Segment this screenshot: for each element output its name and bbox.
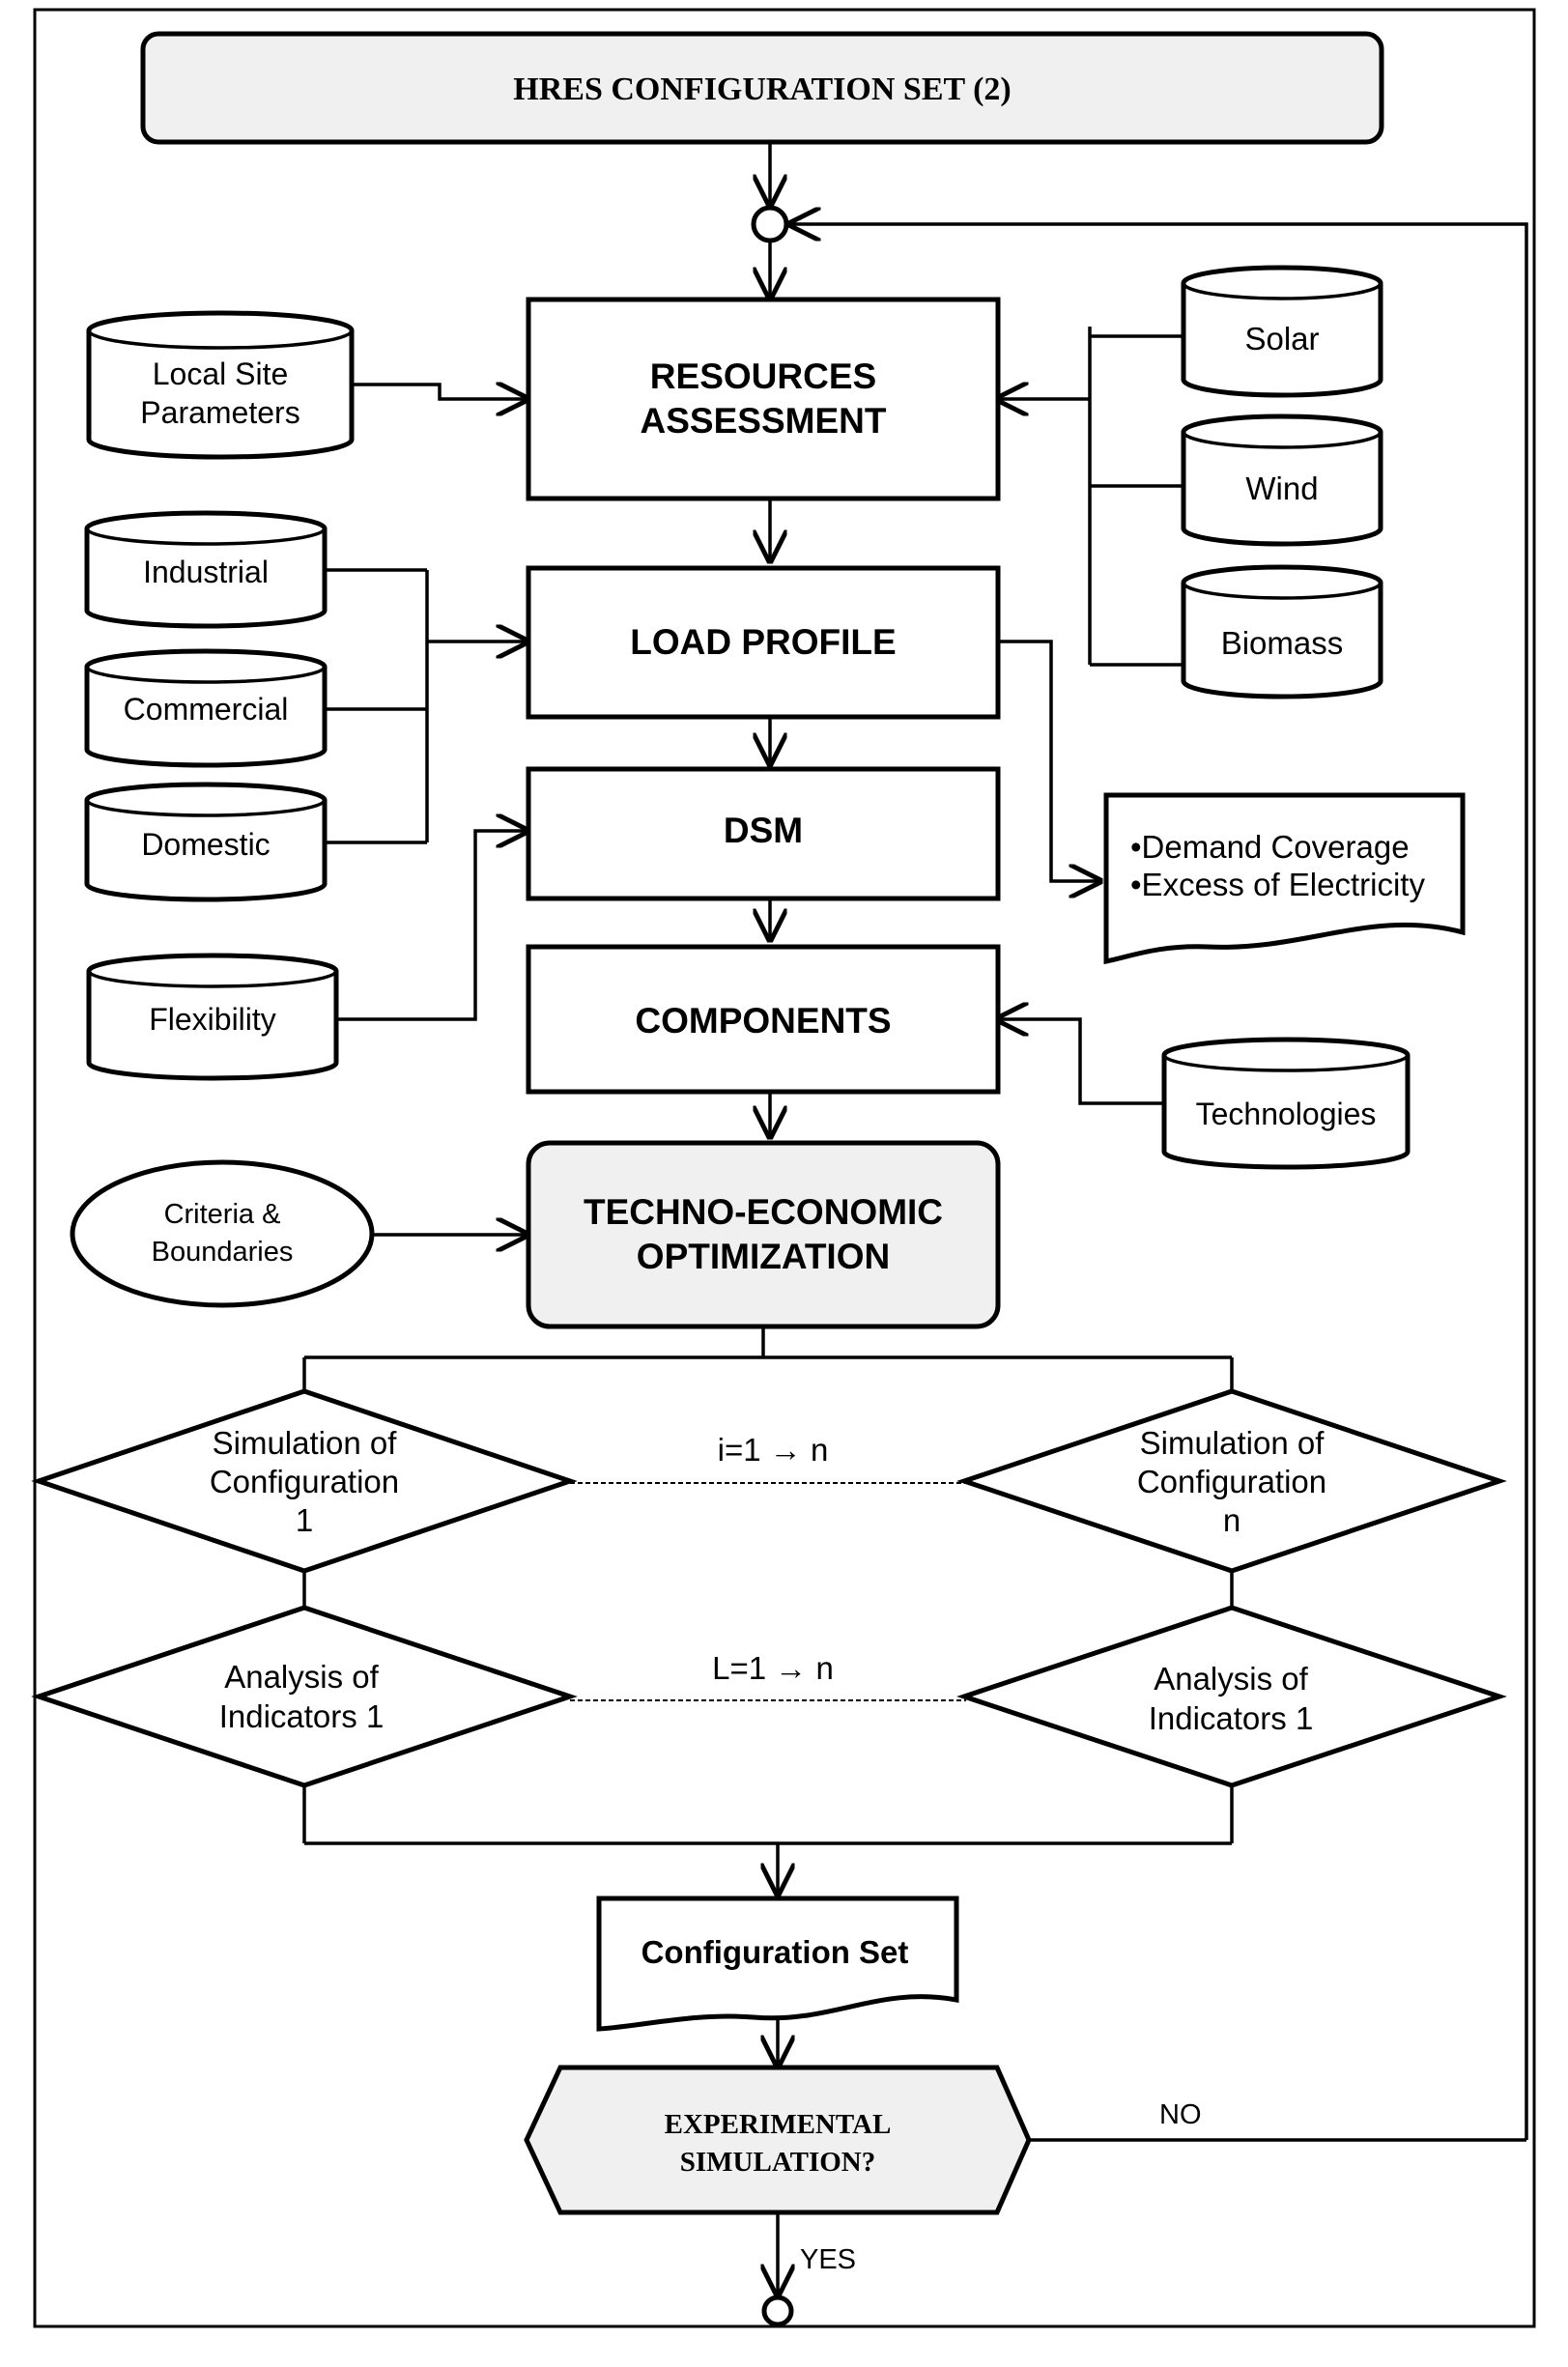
- title-box-shape: [140, 31, 1384, 145]
- sim-diamond-last: Simulation of Configuration n: [956, 1388, 1507, 1574]
- sim-first-line3: 1: [296, 1502, 313, 1538]
- dsm-label: DSM: [724, 811, 803, 850]
- experimental-simulation-decision: EXPERIMENTAL SIMULATION?: [524, 2065, 1032, 2215]
- resources-label-line1: RESOURCES: [650, 356, 876, 396]
- connectors: [302, 143, 1528, 2295]
- ana-range-label: L=1 → n: [712, 1650, 834, 1686]
- excess-electricity-text: •Excess of Electricity: [1130, 867, 1425, 902]
- criteria-label-line1: Criteria &: [164, 1199, 281, 1230]
- solar-label: Solar: [1244, 321, 1319, 356]
- cylinder-domestic: Domestic: [84, 782, 328, 902]
- cylinder-commercial: Commercial: [84, 648, 328, 768]
- ana-last-line1: Analysis of: [1154, 1661, 1308, 1697]
- sim-last-line3: n: [1223, 1502, 1240, 1538]
- components-box: COMPONENTS: [526, 944, 1001, 1095]
- arrow-tech-to-components: [998, 1019, 1164, 1105]
- cylinder-technologies: Technologies: [1161, 1037, 1411, 1170]
- resources-assessment-box: RESOURCES ASSESSMENT: [526, 297, 1001, 501]
- arrow-site-to-resources: [353, 385, 527, 399]
- sim-range-label: i=1 → n: [718, 1432, 829, 1468]
- ana-first-line2: Indicators 1: [219, 1698, 385, 1734]
- cylinder-biomass: Biomass: [1181, 564, 1383, 699]
- end-circle: [761, 2295, 794, 2327]
- components-label: COMPONENTS: [635, 1001, 891, 1041]
- ana-first-line1: Analysis of: [224, 1659, 379, 1695]
- local-site-label-line2: Parameters: [140, 395, 299, 430]
- load-profile-label: LOAD PROFILE: [630, 622, 896, 662]
- cylinder-flexibility: Flexibility: [86, 953, 339, 1081]
- decision-line2: SIMULATION?: [680, 2147, 876, 2178]
- arrow-flex-to-dsm: [338, 831, 527, 1021]
- dsm-box: DSM: [526, 766, 1001, 901]
- techno-label-line2: OPTIMIZATION: [637, 1237, 890, 1276]
- criteria-label-line2: Boundaries: [152, 1237, 294, 1268]
- ana-diamond-first: Analysis of Indicators 1: [31, 1605, 578, 1788]
- industrial-label: Industrial: [143, 555, 269, 589]
- commercial-label: Commercial: [124, 692, 289, 727]
- sim-diamond-first: Simulation of Configuration 1: [31, 1388, 578, 1574]
- cylinder-wind: Wind: [1181, 414, 1383, 547]
- sim-last-line2: Configuration: [1137, 1464, 1326, 1499]
- yes-label: YES: [800, 2244, 856, 2275]
- demand-coverage-text: •Demand Coverage: [1130, 829, 1410, 865]
- demand-document: •Demand Coverage •Excess of Electricity: [1103, 792, 1466, 965]
- configuration-set-document: Configuration Set: [596, 1896, 959, 2032]
- ana-diamond-last: Analysis of Indicators 1: [956, 1605, 1507, 1788]
- technologies-label: Technologies: [1196, 1097, 1377, 1131]
- sim-first-line2: Configuration: [210, 1464, 399, 1499]
- flexibility-label: Flexibility: [149, 1002, 276, 1037]
- biomass-label: Biomass: [1221, 625, 1344, 661]
- resources-label-line2: ASSESSMENT: [641, 401, 887, 441]
- load-profile-box: LOAD PROFILE: [526, 565, 1001, 720]
- page-title: HRES CONFIGURATION SET (2): [513, 71, 1011, 107]
- title-box: HRES CONFIGURATION SET (2): [140, 31, 1384, 145]
- decision-line1: EXPERIMENTAL: [665, 2109, 892, 2140]
- diagram-frame: [33, 8, 1536, 2328]
- techno-label-line1: TECHNO-ECONOMIC: [584, 1192, 943, 1232]
- cylinder-solar: Solar: [1181, 265, 1383, 398]
- junction-circle: [751, 205, 789, 243]
- no-label: NO: [1159, 2099, 1202, 2130]
- criteria-ellipse: Criteria & Boundaries: [70, 1159, 375, 1308]
- configuration-set-label: Configuration Set: [641, 1934, 909, 1970]
- arrow-load-to-demand: [998, 640, 1099, 881]
- techno-economic-box: TECHNO-ECONOMIC OPTIMIZATION: [526, 1140, 1001, 1329]
- local-site-label-line1: Local Site: [153, 356, 289, 391]
- sim-first-line1: Simulation of: [213, 1425, 398, 1461]
- cylinder-industrial: Industrial: [84, 510, 328, 629]
- domestic-label: Domestic: [141, 827, 270, 862]
- cylinder-local-site: Local Site Parameters: [86, 310, 355, 460]
- arrow-no-loop: [790, 224, 1528, 2140]
- sim-last-line1: Simulation of: [1140, 1425, 1326, 1461]
- wind-label: Wind: [1245, 471, 1318, 506]
- ana-last-line2: Indicators 1: [1149, 1700, 1314, 1736]
